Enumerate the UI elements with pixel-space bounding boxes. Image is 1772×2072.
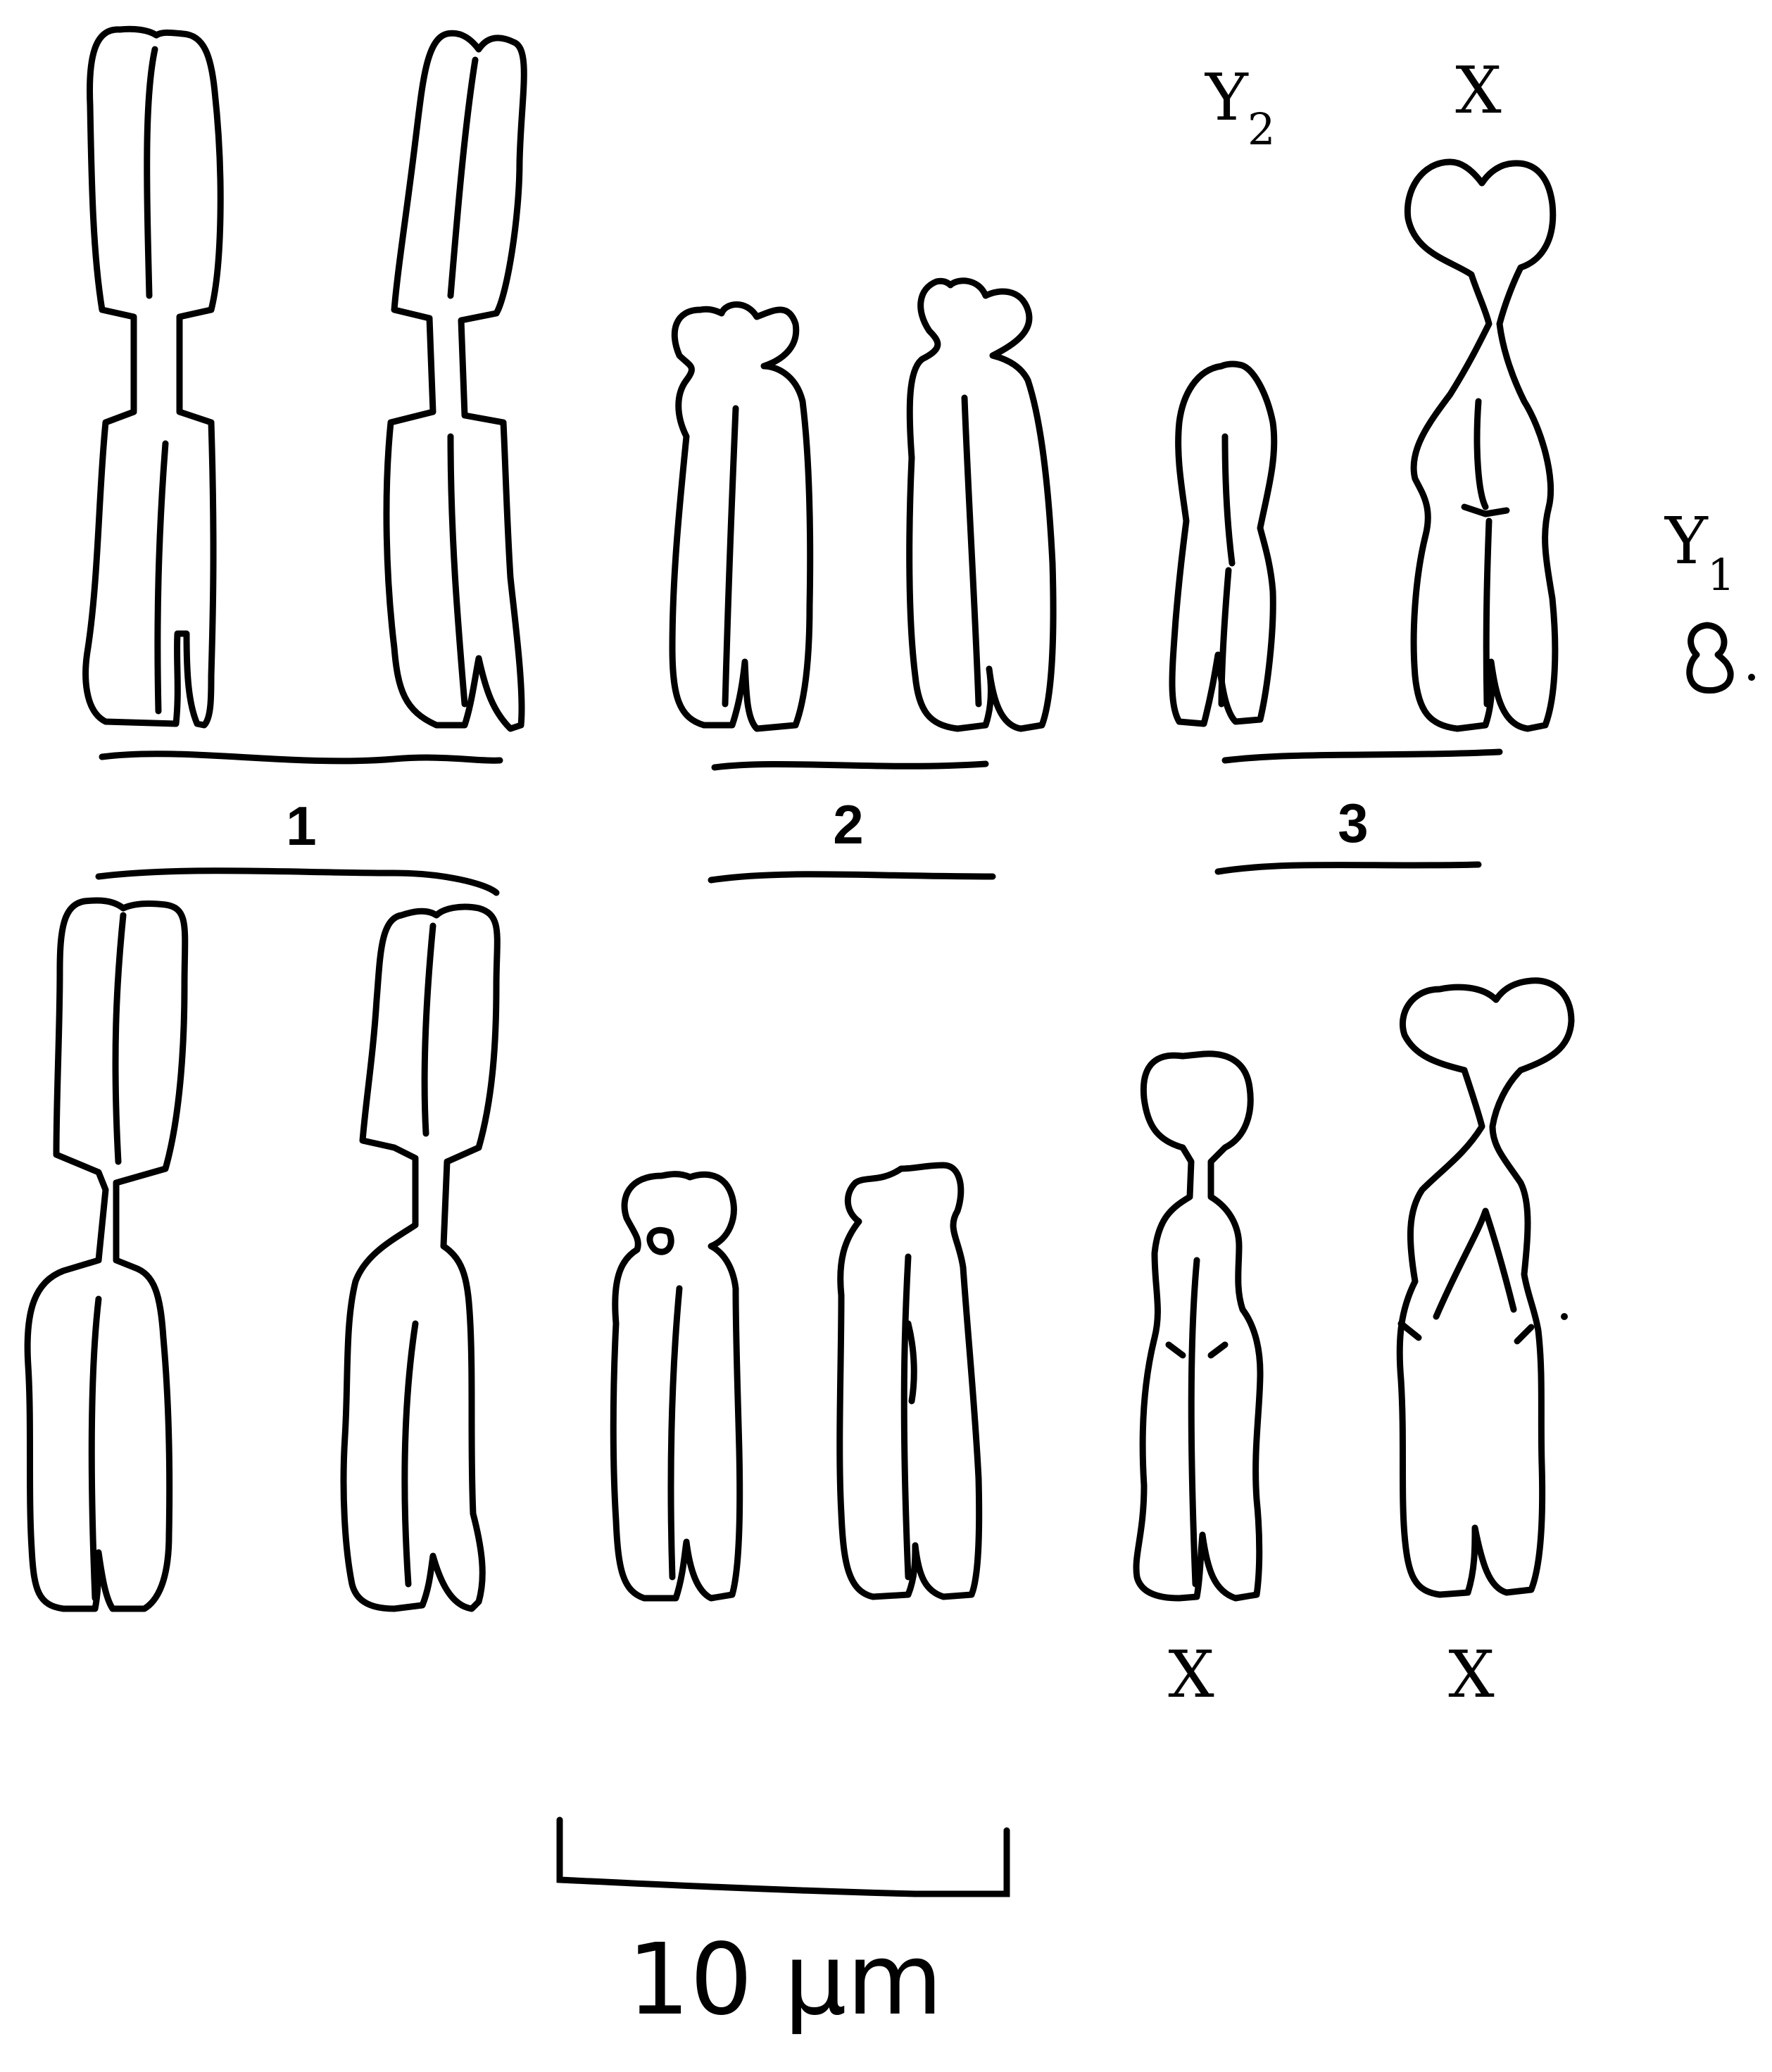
chromosome-2-bottom-left bbox=[613, 1174, 739, 1598]
chromosome-2-top-left bbox=[672, 305, 810, 729]
chromosome-y2 bbox=[1172, 364, 1274, 724]
bracket-pair-2-top bbox=[715, 764, 986, 767]
label-y1-sub: 1 bbox=[1707, 549, 1735, 601]
chromosome-2-top-right bbox=[910, 281, 1053, 729]
chromosome-2-bottom-right bbox=[840, 1165, 979, 1597]
label-x-top: X bbox=[1455, 53, 1502, 128]
bracket-pair-1-bottom bbox=[99, 871, 496, 893]
chromosome-1-top-right bbox=[387, 33, 524, 729]
chromosome-1-bottom-right bbox=[344, 907, 497, 1609]
pair-2-label: 2 bbox=[833, 793, 863, 855]
bracket-pair-3-bottom bbox=[1218, 865, 1478, 872]
chromosome-1-top-left bbox=[86, 29, 221, 725]
pair-1-label: 1 bbox=[286, 795, 316, 857]
chromosome-x-bottom-right bbox=[1400, 981, 1571, 1595]
scale-bar bbox=[560, 1820, 1007, 1894]
chromosome-x-bottom-left bbox=[1136, 1054, 1260, 1598]
scale-bar-label: 10 μm bbox=[627, 1923, 943, 2038]
label-x-bottom-right: X bbox=[1448, 1637, 1495, 1712]
label-y2-main: Y bbox=[1204, 60, 1249, 135]
label-y2-sub: 2 bbox=[1248, 103, 1275, 155]
pair-3-label: 3 bbox=[1338, 792, 1368, 854]
bracket-pair-2-bottom bbox=[711, 874, 993, 880]
label-y1-main: Y bbox=[1664, 503, 1709, 579]
label-x-bottom-left: X bbox=[1168, 1637, 1214, 1712]
bracket-pair-1-top bbox=[102, 754, 500, 761]
chromosome-x-top bbox=[1407, 162, 1555, 729]
chromosome-y1 bbox=[1690, 625, 1755, 691]
bracket-pair-3-top bbox=[1225, 752, 1500, 760]
chromosome-1-bottom-left bbox=[27, 900, 185, 1609]
